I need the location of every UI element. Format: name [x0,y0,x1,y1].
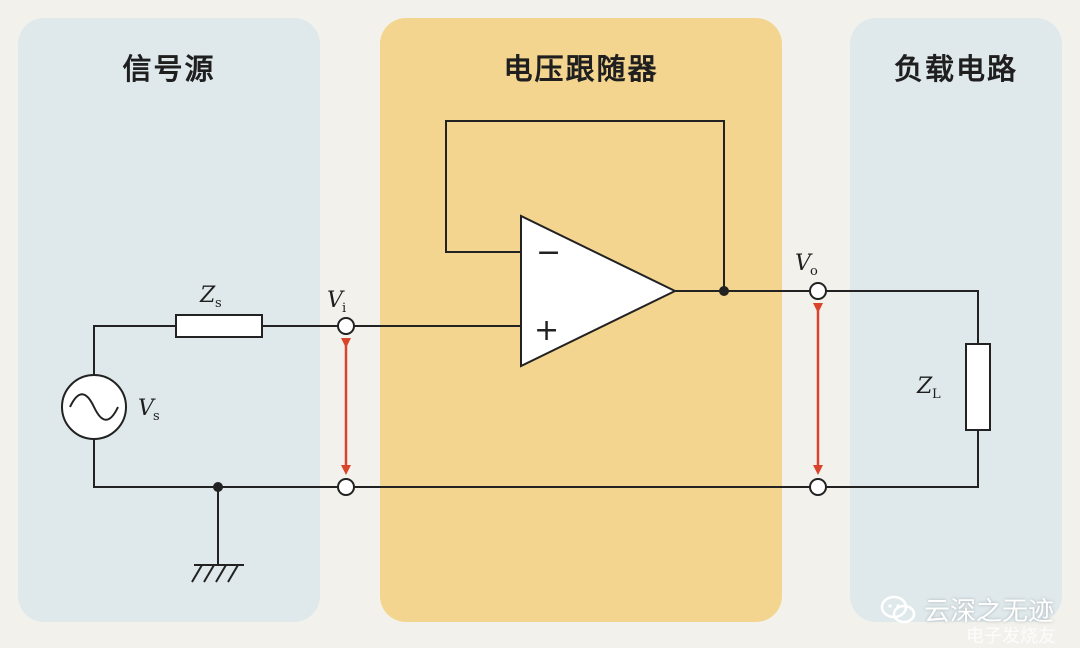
load-circuit-panel [850,18,1062,622]
ground-icon [191,487,244,583]
sine-wave-icon [69,393,119,421]
follower-wiring [354,120,810,488]
zl-label: Z [916,374,933,399]
op-amp-plus-sign: + [534,313,559,348]
source-impedance-resistor [175,314,263,338]
op-amp-triangle [520,214,678,368]
input-terminal-bottom [337,478,355,496]
vs-label: V [138,396,156,421]
output-terminal-bottom [809,478,827,496]
source-wiring [93,325,338,488]
watermark-secondary-text: 电子发烧友 [966,626,1056,647]
vo-label: V [795,251,813,276]
load-circuit-title: 负载电路 [893,52,1018,86]
load-impedance-resistor [965,343,991,431]
zs-subscript: s [215,296,222,311]
vo-subscript: o [810,264,818,279]
watermark-text: 云深之无迹 [923,597,1054,627]
ground-junction-dot [213,482,223,492]
signal-source-panel [18,18,320,622]
voltage-follower-title: 电压跟随器 [503,52,659,86]
vi-subscript: i [342,301,346,316]
vi-label: V [327,288,345,313]
input-terminal-top [337,317,355,335]
wechat-icon [880,595,916,625]
signal-source-title: 信号源 [122,52,216,86]
output-junction-dot [719,286,729,296]
zs-label: Z [199,283,216,308]
zl-subscript: L [932,387,941,402]
load-wiring [826,290,979,488]
watermark: 云深之无迹 [880,591,1054,628]
output-terminal-top [809,282,827,300]
vs-subscript: s [153,409,160,424]
op-amp-minus-sign: − [536,235,561,270]
